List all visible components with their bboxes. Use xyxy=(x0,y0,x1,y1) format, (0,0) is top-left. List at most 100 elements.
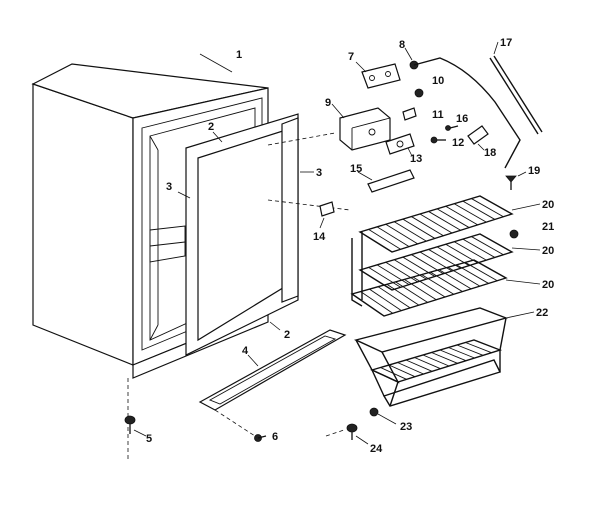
callout-1: 1 xyxy=(236,49,242,61)
wire-rod xyxy=(385,223,418,245)
wire-rod xyxy=(397,362,424,375)
callout-23: 23 xyxy=(400,421,412,433)
cord-17 xyxy=(489,41,543,135)
wire-rod xyxy=(431,352,458,364)
wire-rod xyxy=(471,198,504,218)
callout-6: 6 xyxy=(272,431,278,443)
retainer-14 xyxy=(319,201,335,229)
wire-rod xyxy=(445,205,478,226)
wire-rod xyxy=(421,274,454,295)
callout-2-top: 2 xyxy=(208,121,214,133)
callout-3-left: 3 xyxy=(166,181,172,193)
wire-rod xyxy=(465,342,492,354)
wire-rod xyxy=(419,213,453,234)
wire-rod xyxy=(454,241,487,261)
screw-19 xyxy=(505,171,527,190)
wire-rod xyxy=(471,236,504,256)
callout-13: 13 xyxy=(410,153,422,165)
callout-8: 8 xyxy=(399,39,405,51)
wire-rod xyxy=(369,288,402,311)
callout-22: 22 xyxy=(536,307,548,319)
clip-11 xyxy=(402,107,417,121)
wire-rod xyxy=(404,279,437,301)
wire-rod xyxy=(376,264,410,285)
wire-rod xyxy=(395,281,428,303)
wire-rod xyxy=(368,267,401,288)
callout-2-bottom: 2 xyxy=(284,329,290,341)
wire-rod xyxy=(456,264,489,284)
wire-rod xyxy=(462,238,496,258)
callout-labels: 1 2 2 3 3 4 5 6 7 8 9 10 11 12 13 14 15 … xyxy=(146,37,554,455)
alignment-line xyxy=(267,132,336,146)
callout-11: 11 xyxy=(432,109,444,121)
callout-24: 24 xyxy=(370,443,383,455)
wire-rod xyxy=(386,283,420,306)
callout-12: 12 xyxy=(452,137,464,149)
wire-rod xyxy=(368,229,401,250)
clip-21 xyxy=(509,229,519,239)
wire-rod xyxy=(388,364,416,378)
wire-rod xyxy=(377,286,411,309)
callout-18: 18 xyxy=(484,147,496,159)
wire-rod xyxy=(436,208,470,228)
wire-rod xyxy=(412,276,446,298)
wire-rod xyxy=(402,256,436,277)
control-housing xyxy=(331,103,391,151)
knob-10 xyxy=(414,88,424,98)
wire-rod xyxy=(376,226,410,247)
wire-rod xyxy=(411,216,444,237)
callout-16: 16 xyxy=(456,113,468,125)
callout-21: 21 xyxy=(542,221,554,233)
wire-rod xyxy=(462,200,496,220)
wire-rod xyxy=(405,359,433,372)
callout-10: 10 xyxy=(432,75,444,87)
callout-17: 17 xyxy=(500,37,512,49)
wire-rod xyxy=(411,254,444,275)
plug-18 xyxy=(467,125,489,151)
callout-3-right: 3 xyxy=(316,167,322,179)
tube-15 xyxy=(357,169,415,193)
callout-20-middle: 20 xyxy=(542,245,554,257)
callout-20-top: 20 xyxy=(542,199,554,211)
screw-12 xyxy=(430,136,446,144)
wire-rod xyxy=(394,259,427,280)
wire-rod xyxy=(385,261,418,283)
wire-rod xyxy=(447,266,481,287)
leader-line xyxy=(404,47,413,61)
screw-6 xyxy=(254,434,267,442)
leveling-leg xyxy=(124,415,147,437)
callout-4: 4 xyxy=(242,345,249,357)
basket-22 xyxy=(353,307,535,407)
screw-23 xyxy=(369,407,397,425)
callout-5: 5 xyxy=(146,433,152,445)
wire-rod xyxy=(428,211,461,231)
door-gasket-frame xyxy=(177,113,299,356)
callout-9: 9 xyxy=(325,97,331,109)
callout-15: 15 xyxy=(350,163,362,175)
wire-rod xyxy=(438,269,472,290)
kick-plate xyxy=(198,329,347,439)
wire-rod xyxy=(448,347,475,359)
wire-rod xyxy=(360,291,393,314)
wire-rod xyxy=(465,262,498,282)
leg-24 xyxy=(325,423,369,445)
wire-rod xyxy=(430,271,463,292)
capillary-wire xyxy=(413,57,521,169)
wire-shelves xyxy=(350,195,541,317)
wire-rod xyxy=(380,367,407,380)
callout-7: 7 xyxy=(348,51,354,63)
wire-rod xyxy=(402,218,436,239)
callout-20-bottom: 20 xyxy=(542,279,554,291)
screw-16 xyxy=(445,125,459,131)
thermostat-13 xyxy=(385,133,415,157)
callout-19: 19 xyxy=(528,165,540,177)
breaker-strip xyxy=(281,117,314,303)
wire-rod xyxy=(439,349,467,362)
wire-rod xyxy=(456,344,484,356)
wire-rod xyxy=(414,357,441,370)
wire-rod xyxy=(394,221,427,242)
wire-rod xyxy=(422,354,450,367)
wire-rod xyxy=(454,203,487,223)
